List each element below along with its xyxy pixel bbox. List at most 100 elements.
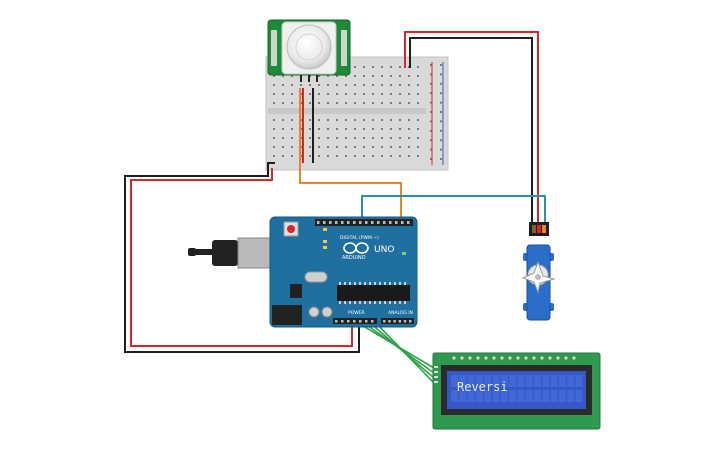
capacitor-2	[321, 306, 333, 318]
power-rail-hole	[430, 148, 432, 151]
chip-pin	[369, 301, 371, 304]
wire-black-arduino-ground[interactable]	[124, 162, 360, 353]
breadboard-hole	[408, 146, 410, 148]
breadboard-center-channel	[268, 108, 426, 114]
breadboard-hole	[327, 84, 329, 86]
pir-sensor[interactable]	[267, 19, 351, 82]
wire-teal-servo-signal[interactable]	[361, 195, 546, 225]
breadboard-hole	[345, 84, 347, 86]
breadboard-hole	[390, 155, 392, 157]
breadboard-hole	[390, 102, 392, 104]
digital-pin	[323, 221, 326, 224]
lcd-module[interactable]: Reversi	[432, 352, 601, 430]
breadboard-hole	[354, 146, 356, 148]
lcd-cell	[575, 390, 583, 402]
chip-pin	[354, 301, 356, 304]
breadboard-hole	[318, 155, 320, 157]
breadboard[interactable]	[265, 56, 449, 171]
breadboard-hole	[363, 155, 365, 157]
capacitor-1	[308, 306, 320, 318]
breadboard-hole	[300, 84, 302, 86]
usb-plug	[212, 240, 238, 266]
lcd-i2c-pin	[434, 366, 438, 368]
power-rail-hole	[430, 129, 432, 132]
lcd-cell	[451, 375, 458, 387]
breadboard-hole	[327, 128, 329, 130]
breadboard-hole	[363, 128, 365, 130]
lcd-header-pin	[572, 356, 576, 360]
breadboard-hole	[381, 75, 383, 77]
bottom-pin-row	[335, 320, 412, 323]
microcontroller-pins	[339, 282, 406, 304]
arduino-model-text: UNO	[374, 245, 394, 255]
breadboard-hole	[363, 75, 365, 77]
breadboard-hole	[282, 93, 284, 95]
breadboard-hole	[408, 155, 410, 157]
lcd-cell	[542, 375, 550, 387]
chip-pin	[374, 301, 376, 304]
power-pin	[371, 320, 374, 323]
wire-orange-pir-signal[interactable]	[299, 88, 402, 222]
chip-pin	[389, 301, 391, 304]
lcd-header-pin	[532, 356, 536, 360]
breadboard-hole	[282, 75, 284, 77]
lcd-cell	[459, 375, 467, 387]
breadboard-hole	[381, 84, 383, 86]
power-pin	[347, 320, 350, 323]
breadboard-hole	[318, 146, 320, 148]
breadboard-hole	[327, 119, 329, 121]
micro-servo[interactable]	[521, 222, 556, 321]
lcd-cell	[492, 375, 500, 387]
arduino-logo-text: ARDUINO	[342, 255, 366, 261]
lcd-header-pin	[460, 356, 464, 360]
lcd-cell	[509, 390, 517, 402]
wire-black-servo-ground[interactable]	[409, 37, 533, 225]
wire-green-lcd-4[interactable]	[375, 322, 435, 384]
pir-sensor-dome-ring	[295, 33, 323, 61]
breadboard-hole	[273, 119, 275, 121]
power-rail-hole	[440, 92, 442, 95]
digital-pin	[401, 221, 404, 224]
breadboard-hole	[390, 66, 392, 68]
chip-pin	[404, 301, 406, 304]
chip-pin	[339, 282, 341, 285]
lcd-cell	[484, 375, 492, 387]
breadboard-hole	[291, 128, 293, 130]
power-pin	[335, 320, 338, 323]
breadboard-hole	[354, 84, 356, 86]
breadboard-hole	[282, 146, 284, 148]
wire-red-servo-power[interactable]	[404, 31, 539, 225]
digital-header-label: DIGITAL (PWM ~)	[340, 235, 379, 241]
breadboard-hole	[291, 119, 293, 121]
chip-pin	[399, 301, 401, 304]
digital-pin	[383, 221, 386, 224]
analog-pin	[403, 320, 407, 323]
arduino-uno[interactable]: DIGITAL (PWM ~) ARDUINO UNO POWER ANALOG…	[188, 216, 418, 328]
chip-pin	[344, 282, 346, 285]
lcd-header-pin	[468, 356, 472, 360]
breadboard-hole	[390, 75, 392, 77]
breadboard-hole	[309, 155, 311, 157]
digital-pin-row	[317, 221, 410, 224]
wire-red-arduino-5v[interactable]	[130, 168, 353, 347]
breadboard-hole	[354, 119, 356, 121]
chip-pin	[389, 282, 391, 285]
lcd-header-pin	[500, 356, 504, 360]
breadboard-hole	[318, 102, 320, 104]
lcd-cell	[459, 390, 467, 402]
power-rail-hole	[430, 158, 432, 160]
lcd-cell	[467, 390, 475, 402]
digital-pin	[329, 221, 332, 224]
analog-pin	[398, 320, 402, 323]
breadboard-hole	[372, 75, 374, 77]
breadboard-hole	[327, 137, 329, 139]
breadboard-hole	[273, 155, 275, 157]
digital-header	[315, 219, 413, 226]
breadboard-hole	[408, 128, 410, 130]
breadboard-hole	[372, 66, 374, 68]
power-rail-hole	[430, 82, 432, 85]
digital-pin	[371, 221, 374, 224]
lcd-header-pin	[508, 356, 512, 360]
lcd-cell	[550, 375, 558, 387]
breadboard-hole	[291, 102, 293, 104]
